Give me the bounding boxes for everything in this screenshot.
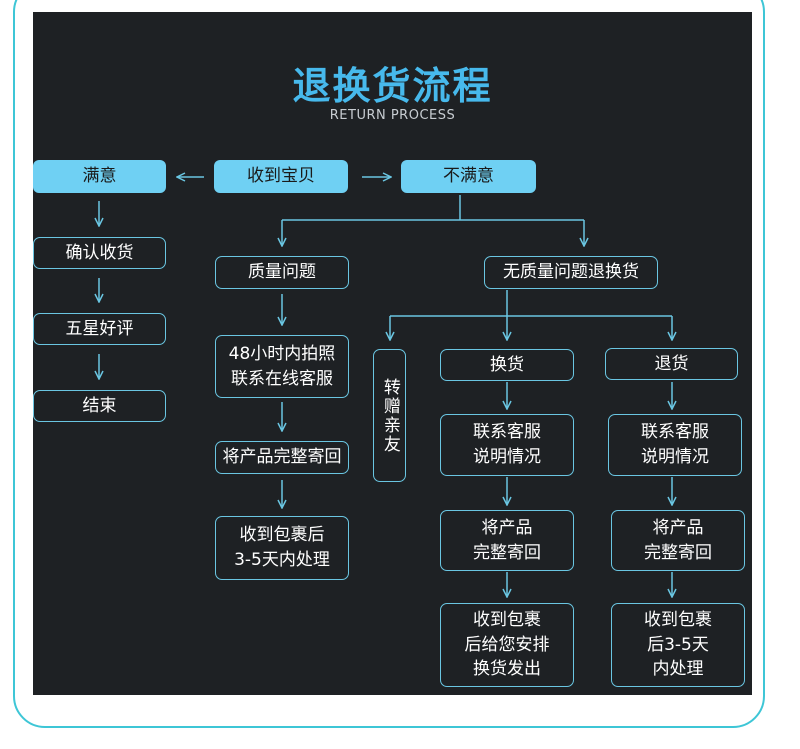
node-refund-contact: 联系客服 说明情况 xyxy=(608,414,742,476)
node-gift-to-friend: 转赠亲友 xyxy=(373,349,406,482)
node-receive-item: 收到宝贝 xyxy=(214,160,348,193)
node-unsatisfied: 不满意 xyxy=(401,160,536,193)
node-quality-issue: 质量问题 xyxy=(215,256,349,289)
node-satisfied: 满意 xyxy=(33,160,166,193)
diagram-panel xyxy=(33,12,752,695)
node-quality-photo: 48小时内拍照 联系在线客服 xyxy=(215,335,349,398)
node-refund: 退货 xyxy=(605,348,738,380)
node-non-quality: 无质量问题退换货 xyxy=(484,256,658,289)
node-confirm-receipt: 确认收货 xyxy=(33,237,166,269)
node-exchange-ship-back: 将产品 完整寄回 xyxy=(440,510,574,571)
node-end: 结束 xyxy=(33,390,166,422)
node-refund-process: 收到包裹 后3-5天 内处理 xyxy=(611,603,745,687)
node-exchange: 换货 xyxy=(440,349,574,381)
node-quality-ship-back: 将产品完整寄回 xyxy=(215,441,349,474)
node-exchange-contact: 联系客服 说明情况 xyxy=(440,414,574,476)
page-frame xyxy=(13,0,765,728)
diagram-subtitle: RETURN PROCESS xyxy=(329,108,456,123)
node-five-star: 五星好评 xyxy=(33,313,166,345)
node-exchange-ship-out: 收到包裹 后给您安排 换货发出 xyxy=(440,603,574,687)
node-quality-process: 收到包裹后 3-5天内处理 xyxy=(215,516,349,580)
diagram-title: 退换货流程 xyxy=(292,64,493,108)
node-refund-ship-back: 将产品 完整寄回 xyxy=(611,510,745,571)
